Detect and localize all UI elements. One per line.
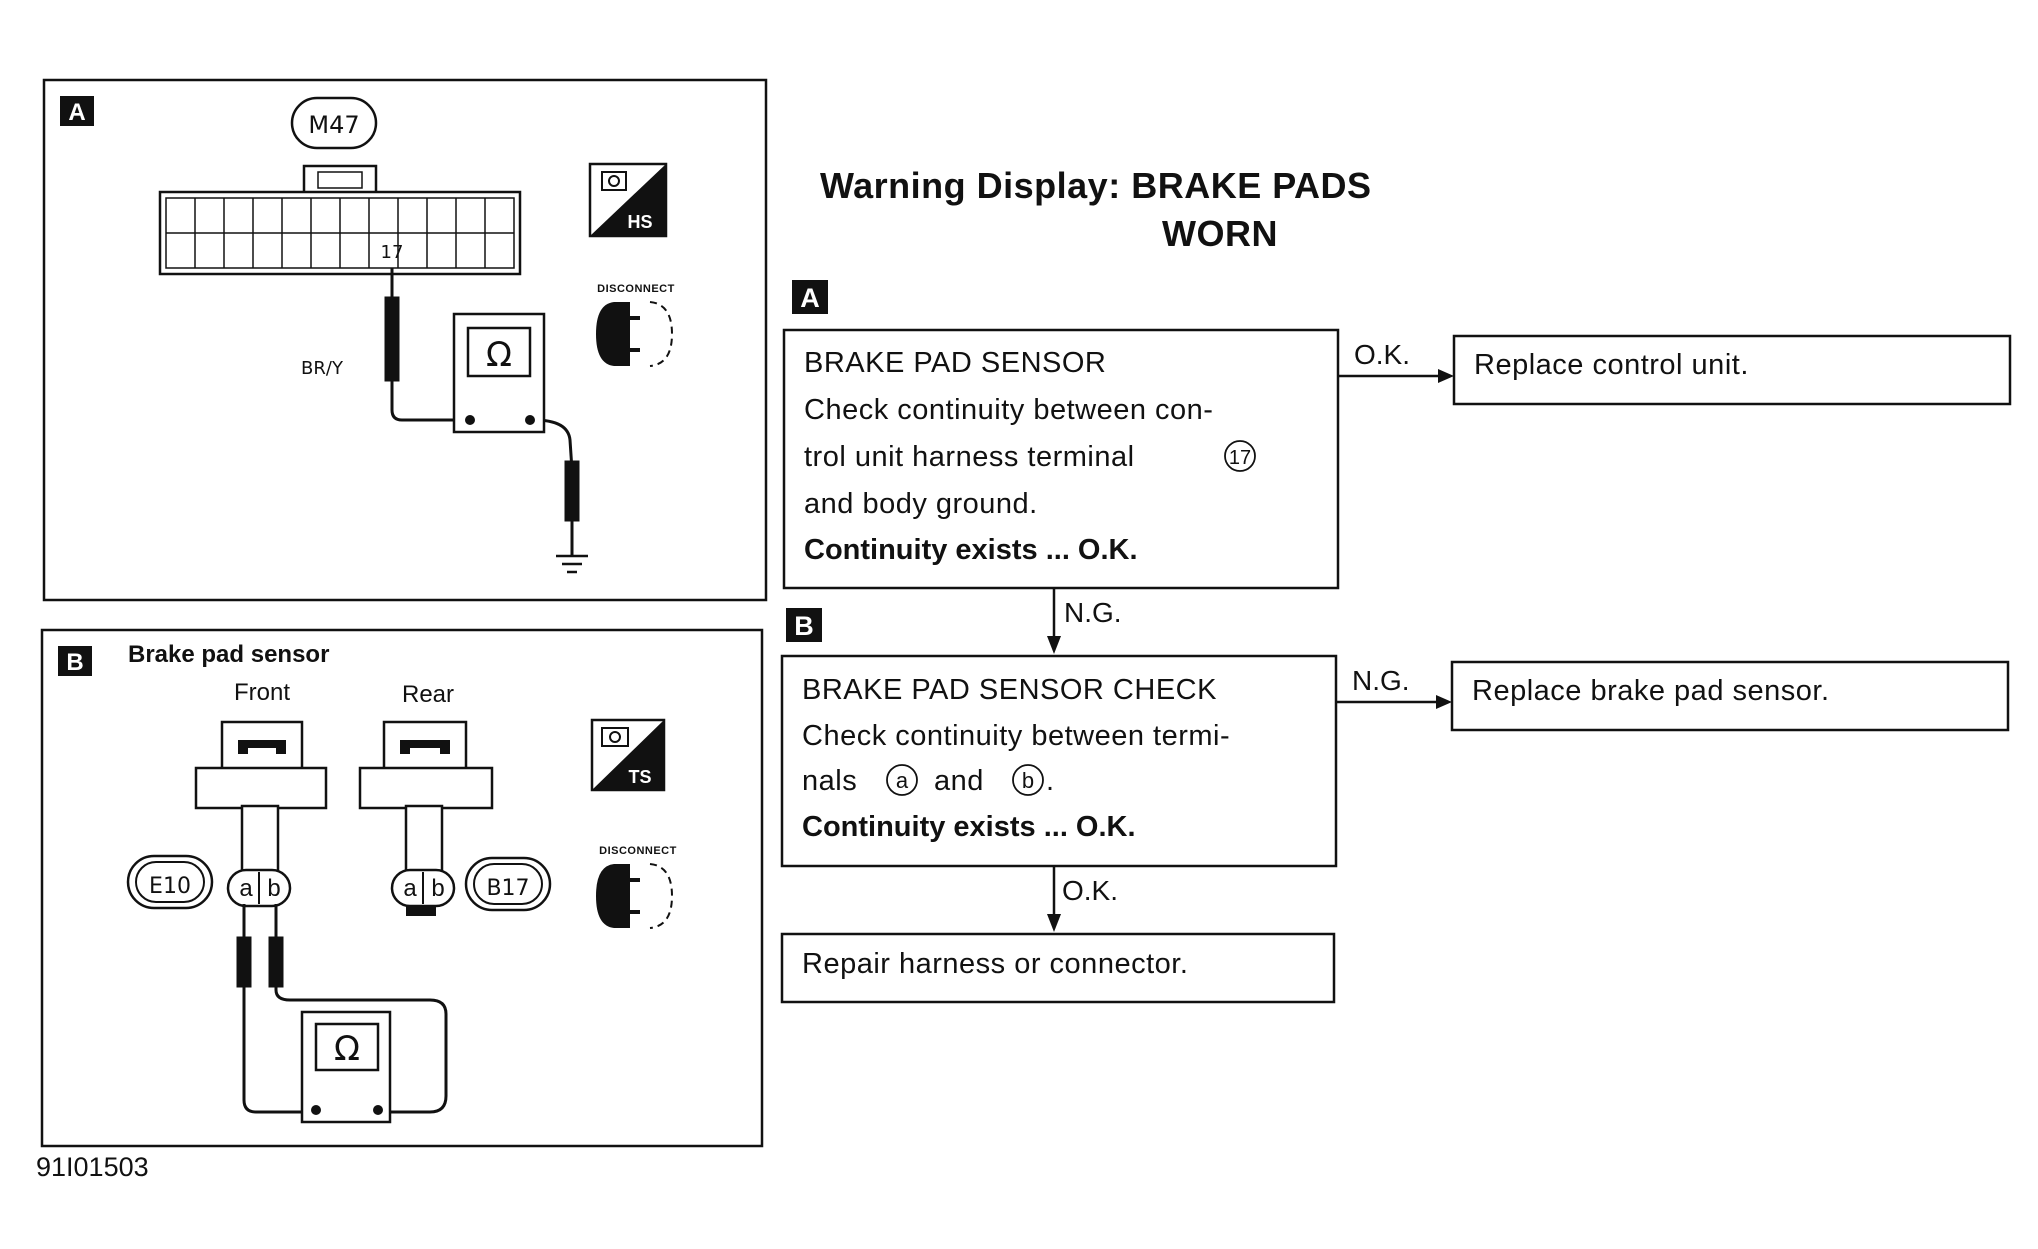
step-b-line2-prefix: nals xyxy=(802,765,857,797)
connector-m47-badge xyxy=(290,96,378,150)
front-terminal-a: a xyxy=(239,875,253,902)
step-b-result: Continuity exists ... O.K. xyxy=(802,811,1136,843)
step-b-ng-label: N.G. xyxy=(1352,665,1410,696)
step-b-term-a-ring xyxy=(886,764,918,796)
step-b-box xyxy=(780,654,1338,868)
step-b-letter: B xyxy=(794,611,814,641)
step-b-line1: Check continuity between termi- xyxy=(802,720,1230,752)
panel-b-letter-badge xyxy=(58,646,92,676)
step-b-line2-suffix: . xyxy=(1046,765,1054,797)
step-a-ng-label: N.G. xyxy=(1064,597,1122,628)
connector-e10-badge xyxy=(126,854,214,910)
front-label: Front xyxy=(234,679,290,706)
page-title-line1: Warning Display: BRAKE PADS xyxy=(820,165,1372,206)
step-a-letter: A xyxy=(800,283,820,313)
ohmmeter-a xyxy=(452,312,546,434)
connector-m47-body xyxy=(158,164,522,276)
step-a-heading: BRAKE PAD SENSOR xyxy=(804,347,1106,379)
ohmmeter-a-symbol: Ω xyxy=(486,335,512,375)
panel-a-letter: A xyxy=(68,99,85,126)
replace-brake-pad-sensor-text: Replace brake pad sensor. xyxy=(1472,675,1830,707)
panel-b-frame xyxy=(40,628,764,1148)
disconnect-b-label: DISCONNECT xyxy=(599,845,677,857)
terminal-17-label: 17 xyxy=(381,242,404,263)
panel-b-title: Brake pad sensor xyxy=(128,641,329,668)
step-a-box xyxy=(782,328,1340,590)
front-terminal-b: b xyxy=(267,875,280,902)
rear-terminal-b: b xyxy=(431,875,444,902)
flowchart: Warning Display: BRAKE PADS WORN A BRAKE… xyxy=(780,165,2012,1004)
probe-wires-b xyxy=(236,904,448,1114)
ground-symbol xyxy=(556,554,588,574)
step-a-ng-arrowhead xyxy=(1047,636,1061,654)
disconnect-a-icon xyxy=(596,301,674,367)
step-a-line1: Check continuity between con- xyxy=(804,394,1213,426)
repair-harness-box xyxy=(780,932,1336,1004)
panel-b-letter: B xyxy=(66,649,83,676)
step-a-result: Continuity exists ... O.K. xyxy=(804,534,1138,566)
rear-sensor xyxy=(358,720,494,916)
step-a-terminal-ring xyxy=(1224,440,1256,472)
panel-b: B Brake pad sensor Front Rear a b a b xyxy=(40,628,764,1148)
replace-brake-pad-sensor-box xyxy=(1450,660,2010,732)
wire-color-label: BR/Y xyxy=(301,358,344,379)
panel-a-frame xyxy=(42,78,768,602)
hs-badge-label: HS xyxy=(627,212,652,232)
replace-control-unit-box xyxy=(1452,334,2012,406)
panel-a-letter-badge xyxy=(60,96,94,126)
step-a-ok-label: O.K. xyxy=(1354,339,1410,370)
rear-label: Rear xyxy=(402,681,454,708)
step-a-line2: trol unit harness terminal xyxy=(804,441,1135,473)
step-b-ng-arrowhead xyxy=(1436,695,1452,709)
replace-control-unit-text: Replace control unit. xyxy=(1474,349,1749,381)
connector-b17-badge xyxy=(464,856,552,912)
connector-e10-label: E10 xyxy=(149,874,191,899)
disconnect-b-icon xyxy=(596,863,674,929)
step-b-term-b: b xyxy=(1022,768,1034,793)
step-b-letter-badge xyxy=(786,608,822,642)
connector-m47-label: M47 xyxy=(308,111,359,139)
front-sensor xyxy=(194,720,328,908)
ts-badge xyxy=(590,718,666,792)
step-a-line3: and body ground. xyxy=(804,488,1038,520)
step-a-terminal-ref: 17 xyxy=(1229,447,1251,469)
rear-terminal-a: a xyxy=(403,875,417,902)
step-b-term-b-ring xyxy=(1012,764,1044,796)
repair-harness-text: Repair harness or connector. xyxy=(802,948,1188,980)
step-a-ok-arrowhead xyxy=(1438,369,1454,383)
disconnect-a-label: DISCONNECT xyxy=(597,283,675,295)
step-b-ok-arrowhead xyxy=(1047,914,1061,932)
hs-badge xyxy=(588,162,668,238)
connector-b17-label: B17 xyxy=(486,876,529,901)
ts-badge-label: TS xyxy=(628,767,651,787)
panel-a: A M47 17 BR/Y xyxy=(42,78,768,602)
ohmmeter-b xyxy=(300,1010,392,1124)
ohmmeter-b-symbol: Ω xyxy=(334,1029,360,1069)
step-b-heading: BRAKE PAD SENSOR CHECK xyxy=(802,674,1217,706)
step-b-ok-label: O.K. xyxy=(1062,875,1118,906)
page-title-line2: WORN xyxy=(1162,213,1278,254)
step-a-letter-badge xyxy=(792,280,828,314)
step-b-term-a: a xyxy=(896,768,909,793)
step-b-line2-mid: and xyxy=(934,765,984,797)
figure-id: 91I01503 xyxy=(36,1152,149,1182)
